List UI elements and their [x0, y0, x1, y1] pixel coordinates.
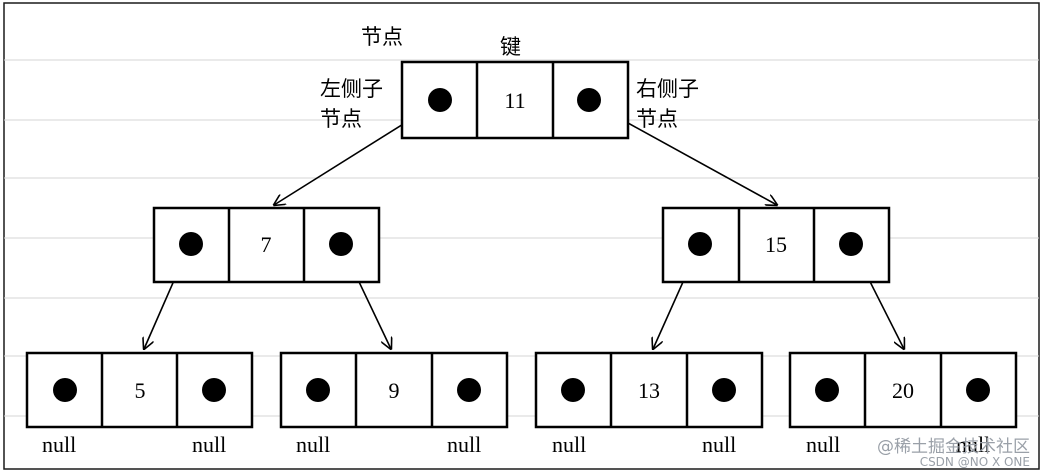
tree-node-13: 13	[534, 351, 764, 429]
left-pointer-dot	[428, 88, 452, 112]
left-child-label-line1: 左侧子	[320, 77, 383, 101]
tree-node-20: 20	[788, 351, 1018, 429]
node-key: 20	[892, 378, 914, 403]
tree-node-11: 11	[400, 60, 630, 140]
null-label: null	[296, 432, 330, 457]
left-pointer-dot	[561, 378, 585, 402]
null-label: null	[192, 432, 226, 457]
left-pointer-dot	[53, 378, 77, 402]
null-label: null	[42, 432, 76, 457]
right-pointer-dot	[839, 232, 863, 256]
null-label: null	[552, 432, 586, 457]
node-key: 9	[389, 378, 400, 403]
null-label: null	[956, 432, 990, 457]
left-pointer-dot	[688, 232, 712, 256]
right-pointer-dot	[712, 378, 736, 402]
null-labels: null null null null null null null null	[42, 432, 990, 457]
right-pointer-dot	[202, 378, 226, 402]
watermark-site: @稀土掘金技术社区	[877, 437, 1030, 457]
node-key: 7	[261, 232, 272, 257]
right-child-label-line1: 右侧子	[636, 77, 699, 101]
left-pointer-dot	[306, 378, 330, 402]
tree-node-15: 15	[661, 206, 891, 284]
node-key: 5	[135, 378, 146, 403]
right-pointer-dot	[577, 88, 601, 112]
outer-frame	[3, 2, 1040, 470]
key-label: 键	[500, 35, 521, 59]
tree-node-5: 5	[25, 351, 254, 429]
node-key: 13	[638, 378, 660, 403]
right-pointer-dot	[329, 232, 353, 256]
node-key: 15	[765, 232, 787, 257]
right-child-label-line2: 节点	[636, 107, 678, 131]
left-pointer-dot	[179, 232, 203, 256]
null-label: null	[702, 432, 736, 457]
tree-node-9: 9	[279, 351, 509, 429]
tree-node-7: 7	[152, 206, 381, 284]
null-label: null	[447, 432, 481, 457]
watermark-credit: CSDN @NO X ONE	[920, 455, 1030, 469]
null-label: null	[806, 432, 840, 457]
right-pointer-dot	[966, 378, 990, 402]
left-child-label-line2: 节点	[320, 107, 362, 131]
node-key: 11	[504, 88, 525, 113]
right-pointer-dot	[457, 378, 481, 402]
left-pointer-dot	[815, 378, 839, 402]
node-label: 节点	[361, 25, 403, 49]
